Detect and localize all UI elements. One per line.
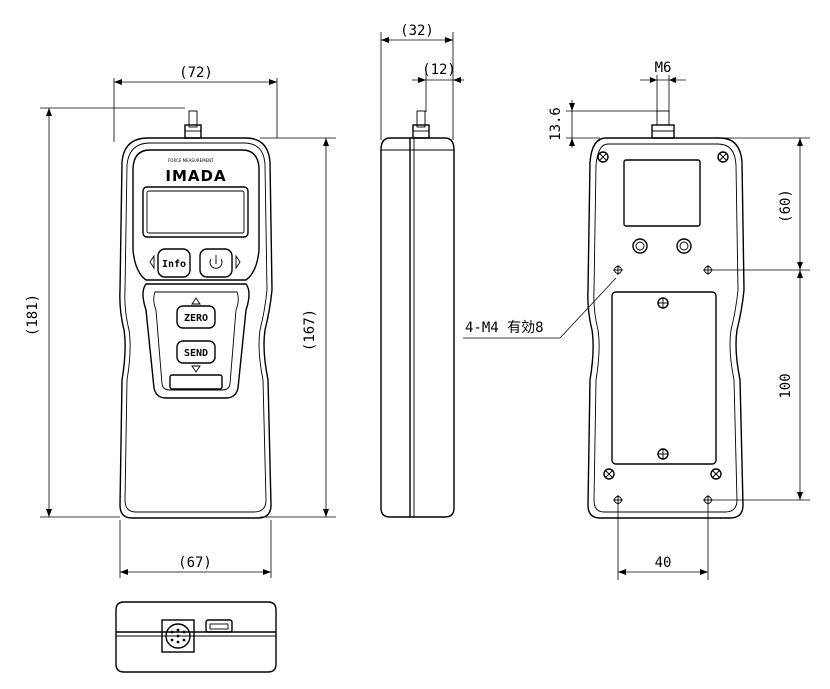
screw-icon [597,151,609,163]
label-upper-height: (60) [778,189,794,223]
mount-hole [613,265,623,275]
rear-connector-left [632,238,648,254]
dimension-height-body: (167) [260,137,336,518]
send-button[interactable]: SEND [176,340,216,373]
front-panel-bottom [142,283,250,399]
rear-view: M6 13.6 (60) 100 [463,60,810,580]
label-shaft-height: 13.6 [548,107,564,141]
dimension-width-top: (72) [113,65,278,142]
screw-icon [710,468,722,480]
power-icon [209,255,223,269]
dimension-width-bottom: (67) [119,520,272,578]
power-button[interactable] [199,248,241,278]
label-width-top: (72) [179,65,213,81]
side-view: (32) (12) [380,23,464,518]
rear-connector-right [676,238,692,254]
dimension-upper-height: (60) [712,137,810,271]
brand-subtitle: FORCE MEASUREMENT [168,158,214,163]
side-body-outline [380,137,455,518]
usb-port [205,619,233,633]
screw-icon [657,297,669,309]
battery-cover [611,291,717,465]
screw-icon [717,151,729,163]
din-connector-port [161,619,195,653]
indicator-window [169,374,223,390]
zero-button[interactable]: ZERO [176,297,216,329]
front-view: (72) (181) (167) (67) [25,65,336,578]
info-button-label: Info [162,259,186,270]
send-button-label: SEND [184,348,208,359]
label-height-total: (181) [25,294,41,336]
label-thread: M6 [655,60,672,76]
bottom-view [115,601,277,673]
label-height-body: (167) [302,309,318,351]
front-housing-outline [119,137,273,519]
lcd-display [142,186,249,238]
front-housing-inner [124,142,268,513]
rear-housing-outline [587,137,745,519]
label-width-bottom: (67) [178,555,212,571]
zero-button-label: ZERO [184,313,208,324]
mount-hole [613,495,623,505]
dimension-depth: (32) [380,23,454,140]
dimension-hole-spacing-v: 100 [712,270,810,501]
dimension-shaft-height: 13.6 [548,100,657,148]
front-panel-top [132,149,260,281]
rear-label-window [623,159,701,227]
label-mount-holes: 4-M4 有効8 [465,320,544,336]
info-button[interactable]: Info [149,248,191,278]
screw-icon [657,448,669,460]
screw-icon [603,468,615,480]
dimension-height-total: (181) [25,107,185,518]
dimension-thread: M6 [640,60,686,112]
mount-hole [703,495,713,505]
bottom-body-outline [115,601,277,673]
mount-hole [703,265,713,275]
dimension-shaft-offset: (12) [412,62,464,112]
label-depth: (32) [400,23,434,39]
dimension-hole-spacing-h: 40 [617,505,709,580]
brand-logo: IMADA [165,167,226,185]
callout-mount-holes: 4-M4 有効8 [463,277,617,339]
front-shaft [184,110,202,139]
label-shaft-offset: (12) [422,62,456,78]
label-hole-spacing-v: 100 [778,373,794,398]
label-hole-spacing-h: 40 [655,555,672,571]
